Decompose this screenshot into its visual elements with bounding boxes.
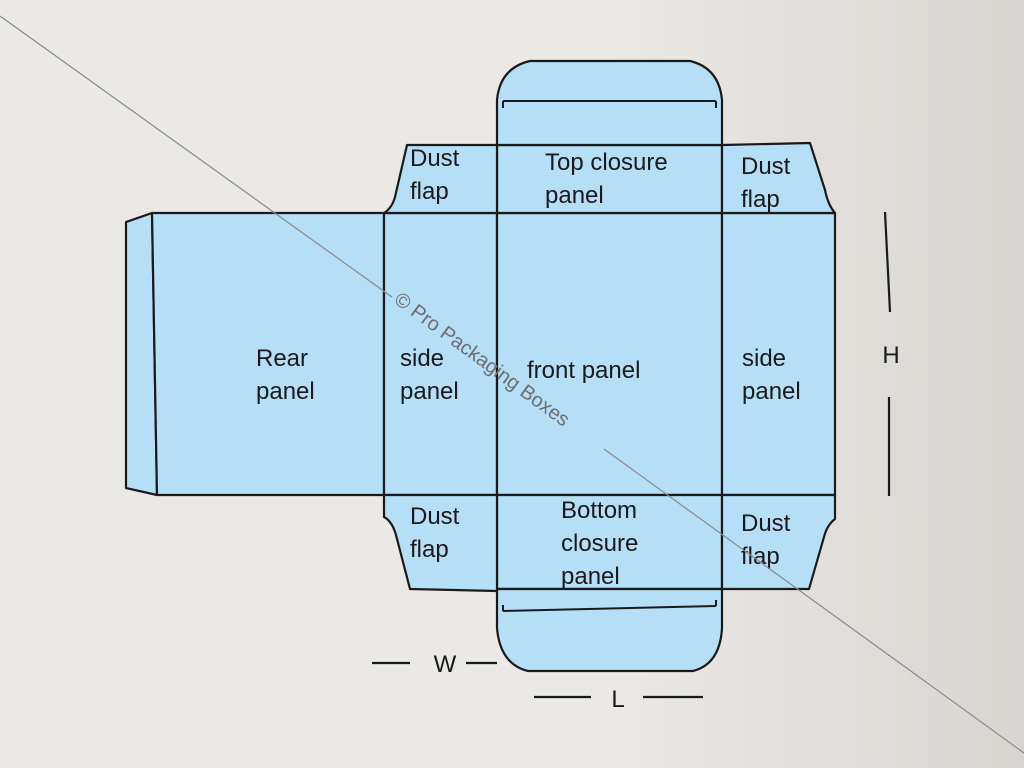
bottom-tuck-flap bbox=[495, 587, 724, 673]
dust-flap-top-left-line1: Dust bbox=[410, 145, 460, 172]
side-panel-right-label-line2: panel bbox=[742, 378, 801, 405]
dust-flap-bottom-left-label: Dust flap bbox=[410, 503, 466, 563]
dust-flap-top-left-shape bbox=[382, 143, 499, 215]
bottom-closure-panel-shape bbox=[495, 493, 724, 591]
side-panel-right-label: side panel bbox=[742, 345, 801, 405]
watermark-diagonal-line-lower bbox=[603, 448, 1024, 754]
rear-panel-label-line1: Rear bbox=[256, 345, 308, 372]
rear-panel-label-line2: panel bbox=[256, 378, 315, 405]
dust-flap-bottom-left-line2: flap bbox=[410, 536, 449, 563]
dim-label-width: W bbox=[434, 651, 457, 678]
panel-labels: Rear panel side panel front panel side p… bbox=[256, 145, 801, 590]
dimension-lines bbox=[372, 211, 892, 699]
dust-flap-bottom-right-label: Dust flap bbox=[741, 510, 797, 570]
dust-flap-top-right-label: Dust flap bbox=[741, 153, 797, 213]
bottom-closure-label-line3: panel bbox=[561, 563, 620, 590]
dust-flap-top-left-line2: flap bbox=[410, 178, 449, 205]
bottom-closure-label-line2: closure bbox=[561, 530, 638, 557]
dust-flap-bottom-right-line1: Dust bbox=[741, 510, 791, 537]
fold-lines bbox=[502, 100, 717, 612]
side-panel-right-label-line1: side bbox=[742, 345, 786, 372]
top-closure-label-line1: Top closure bbox=[545, 149, 668, 176]
side-panel-left-label-line2: panel bbox=[400, 378, 459, 405]
dim-label-length: L bbox=[611, 686, 624, 713]
dust-flap-top-right-line1: Dust bbox=[741, 153, 791, 180]
dimension-labels: H W L bbox=[434, 342, 900, 713]
bottom-closure-label-line1: Bottom bbox=[561, 497, 637, 524]
top-closure-panel-label: Top closure panel bbox=[545, 149, 674, 209]
bottom-closure-panel-label: Bottom closure panel bbox=[561, 497, 645, 590]
bottom-tuck-fold-line bbox=[502, 605, 717, 612]
dust-flap-bottom-left-line1: Dust bbox=[410, 503, 460, 530]
dust-flap-bottom-right-shape bbox=[720, 493, 837, 591]
side-panel-right-shape bbox=[720, 211, 837, 497]
dust-flap-bottom-left-shape bbox=[382, 493, 499, 593]
top-closure-label-line2: panel bbox=[545, 182, 604, 209]
side-panel-left-label-line1: side bbox=[400, 345, 444, 372]
front-panel-shape bbox=[495, 211, 724, 497]
dust-flap-bottom-right-line2: flap bbox=[741, 543, 780, 570]
dust-flap-top-right-line2: flap bbox=[741, 186, 780, 213]
dim-label-height: H bbox=[882, 342, 899, 369]
dust-flap-top-right-shape bbox=[720, 141, 837, 215]
watermark-diagonal-line-upper bbox=[0, 15, 393, 298]
panel-group bbox=[124, 59, 837, 673]
dust-flap-top-left-label: Dust flap bbox=[410, 145, 466, 205]
rear-panel-label: Rear panel bbox=[256, 345, 315, 405]
side-panel-left-label: side panel bbox=[400, 345, 459, 405]
front-panel-label: front panel bbox=[527, 357, 640, 384]
top-tuck-flap bbox=[495, 59, 724, 147]
height-dim-line-top bbox=[883, 211, 892, 313]
